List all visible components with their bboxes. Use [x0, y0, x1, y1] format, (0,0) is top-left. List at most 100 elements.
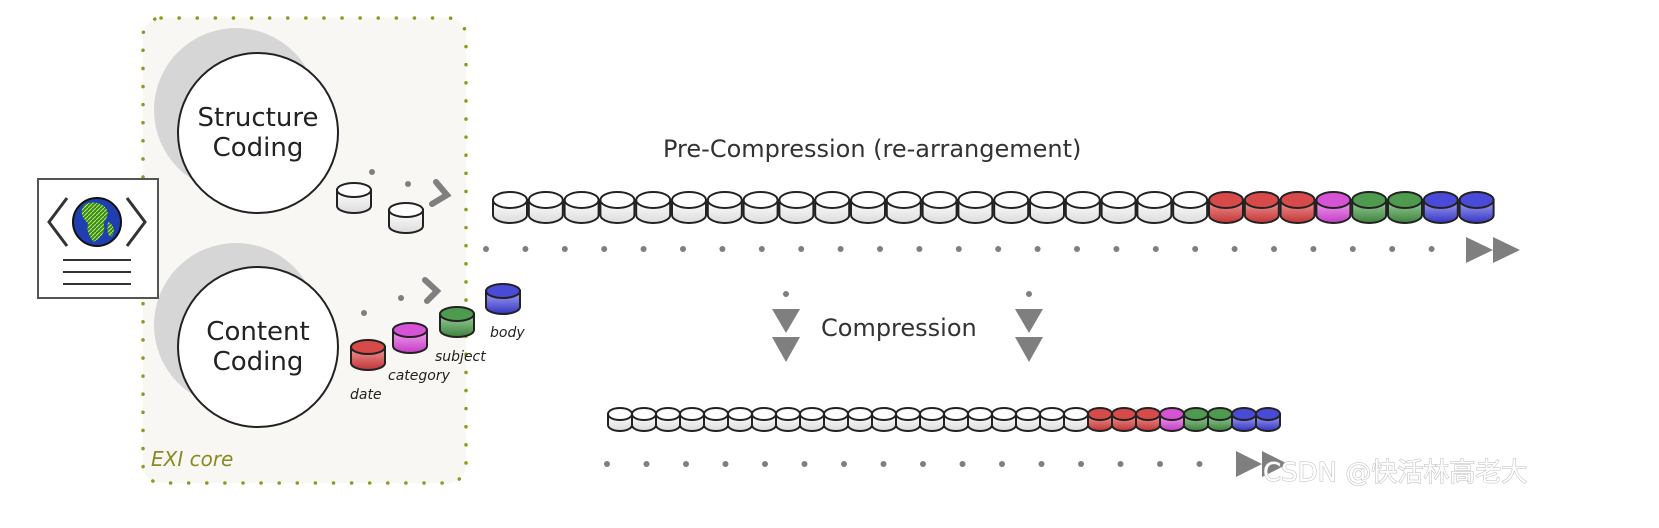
stream-cylinder-white	[871, 407, 897, 432]
globe-icon	[72, 197, 122, 247]
dot	[1389, 246, 1396, 252]
stream-cylinder-white	[563, 191, 600, 224]
dot	[722, 461, 729, 467]
stream-cylinder-white	[778, 191, 815, 224]
stream-cylinder-white	[799, 407, 825, 432]
stream-cylinder-green	[1387, 191, 1423, 224]
dot	[1196, 461, 1203, 467]
dot	[920, 461, 926, 467]
stream-cylinder-white	[943, 407, 969, 432]
stream-cylinder-white	[599, 191, 636, 224]
stream-cylinder-red	[1087, 407, 1113, 432]
dot	[1428, 246, 1435, 252]
stream-cylinder-blue	[1458, 191, 1495, 224]
compression-label: Compression	[821, 314, 977, 342]
stream-cylinder-white	[1039, 407, 1065, 432]
dot	[995, 246, 1002, 252]
content-coding-line1: Content	[206, 317, 309, 347]
dot	[1157, 461, 1163, 467]
stream-cylinder-white	[847, 407, 873, 432]
field-cylinders	[350, 283, 521, 371]
field-label-subject: subject	[435, 349, 486, 365]
dot	[1074, 246, 1080, 252]
down-arrow-icon	[772, 337, 800, 362]
content-channel: date category subject body	[350, 277, 525, 403]
stream-cylinder-white	[492, 191, 528, 224]
stream-cylinder-white	[957, 191, 994, 224]
structure-coding-circle	[177, 52, 339, 214]
stream-cylinder-white	[635, 191, 672, 224]
dot	[719, 246, 726, 252]
stream-cylinder-red	[1243, 191, 1280, 224]
stream-cylinder-white	[991, 407, 1017, 432]
stream-cylinder-white	[1100, 191, 1137, 224]
stream-cylinder-white	[775, 407, 801, 432]
field-cylinder-date	[350, 339, 386, 371]
stream-cylinder-white	[1064, 191, 1101, 224]
stream-cylinder-white	[993, 191, 1030, 224]
dot	[762, 461, 768, 467]
content-coding-line2: Coding	[213, 347, 304, 377]
stream-cylinder-red	[1279, 191, 1316, 224]
pre-compression-dotted-line	[483, 246, 1435, 252]
compressed-arrow-icon	[1236, 451, 1288, 477]
dot	[841, 461, 847, 467]
dot	[1310, 246, 1317, 252]
stream-cylinder-red	[1111, 407, 1137, 432]
dot	[1113, 246, 1120, 252]
dot	[680, 246, 686, 252]
stream-cylinder-red	[1208, 191, 1244, 224]
dot	[483, 246, 489, 252]
dot	[959, 461, 966, 467]
down-arrow-icon	[772, 309, 800, 333]
stream-cylinder-white	[655, 407, 681, 432]
stream-cylinder-white	[631, 407, 657, 432]
dot	[1271, 246, 1277, 252]
stream-cylinder-white	[1029, 191, 1065, 224]
field-cylinder-subject	[439, 306, 475, 338]
stream-cylinder-white	[850, 191, 886, 224]
stream-cylinder-white	[706, 191, 743, 224]
content-coding-circle	[177, 266, 339, 428]
field-label-date: date	[350, 387, 382, 403]
compressed-stream	[607, 407, 1281, 432]
dot	[758, 246, 765, 252]
stream-cylinder-white	[1136, 191, 1173, 224]
structure-coding-line1: Structure	[198, 103, 319, 133]
content-coding: Content Coding	[154, 243, 339, 428]
stream-cylinder-white	[885, 191, 922, 224]
stream-cylinder-white	[895, 407, 921, 432]
field-cylinder-body	[485, 283, 521, 315]
stream-cylinder-white	[823, 407, 849, 432]
field-cylinder-category	[392, 322, 428, 354]
content-chevron-icon	[422, 277, 442, 304]
stream-cylinder-green	[1351, 191, 1388, 224]
field-label-body: body	[490, 325, 525, 341]
structure-cylinder-2	[388, 202, 424, 234]
dot	[640, 246, 647, 252]
xml-document-icon	[37, 178, 159, 299]
down-arrow-icon	[1015, 309, 1043, 333]
stream-cylinder-white	[727, 407, 753, 432]
dot	[1152, 246, 1159, 252]
dot	[877, 246, 883, 252]
stream-cylinder-white	[1015, 407, 1041, 432]
pre-compression-arrow-icon	[1466, 237, 1520, 263]
stream-cylinder-white	[751, 407, 777, 432]
dot	[955, 246, 962, 252]
structure-channel	[336, 169, 452, 234]
pre-compression-label: Pre-Compression (re-arrangement)	[663, 135, 1081, 163]
dot	[1038, 461, 1045, 467]
dot	[999, 461, 1005, 467]
pre-compression-stream	[492, 191, 1495, 224]
structure-cylinder-1	[336, 182, 372, 214]
dot	[604, 461, 610, 467]
dot	[522, 246, 529, 252]
down-arrow-icon	[1015, 337, 1043, 362]
stream-cylinder-white	[703, 407, 729, 432]
stream-cylinder-green	[1207, 407, 1233, 432]
stream-cylinder-white	[1172, 191, 1209, 224]
watermark: CSDN @快活林高老大	[1263, 458, 1527, 488]
dot	[561, 246, 568, 252]
